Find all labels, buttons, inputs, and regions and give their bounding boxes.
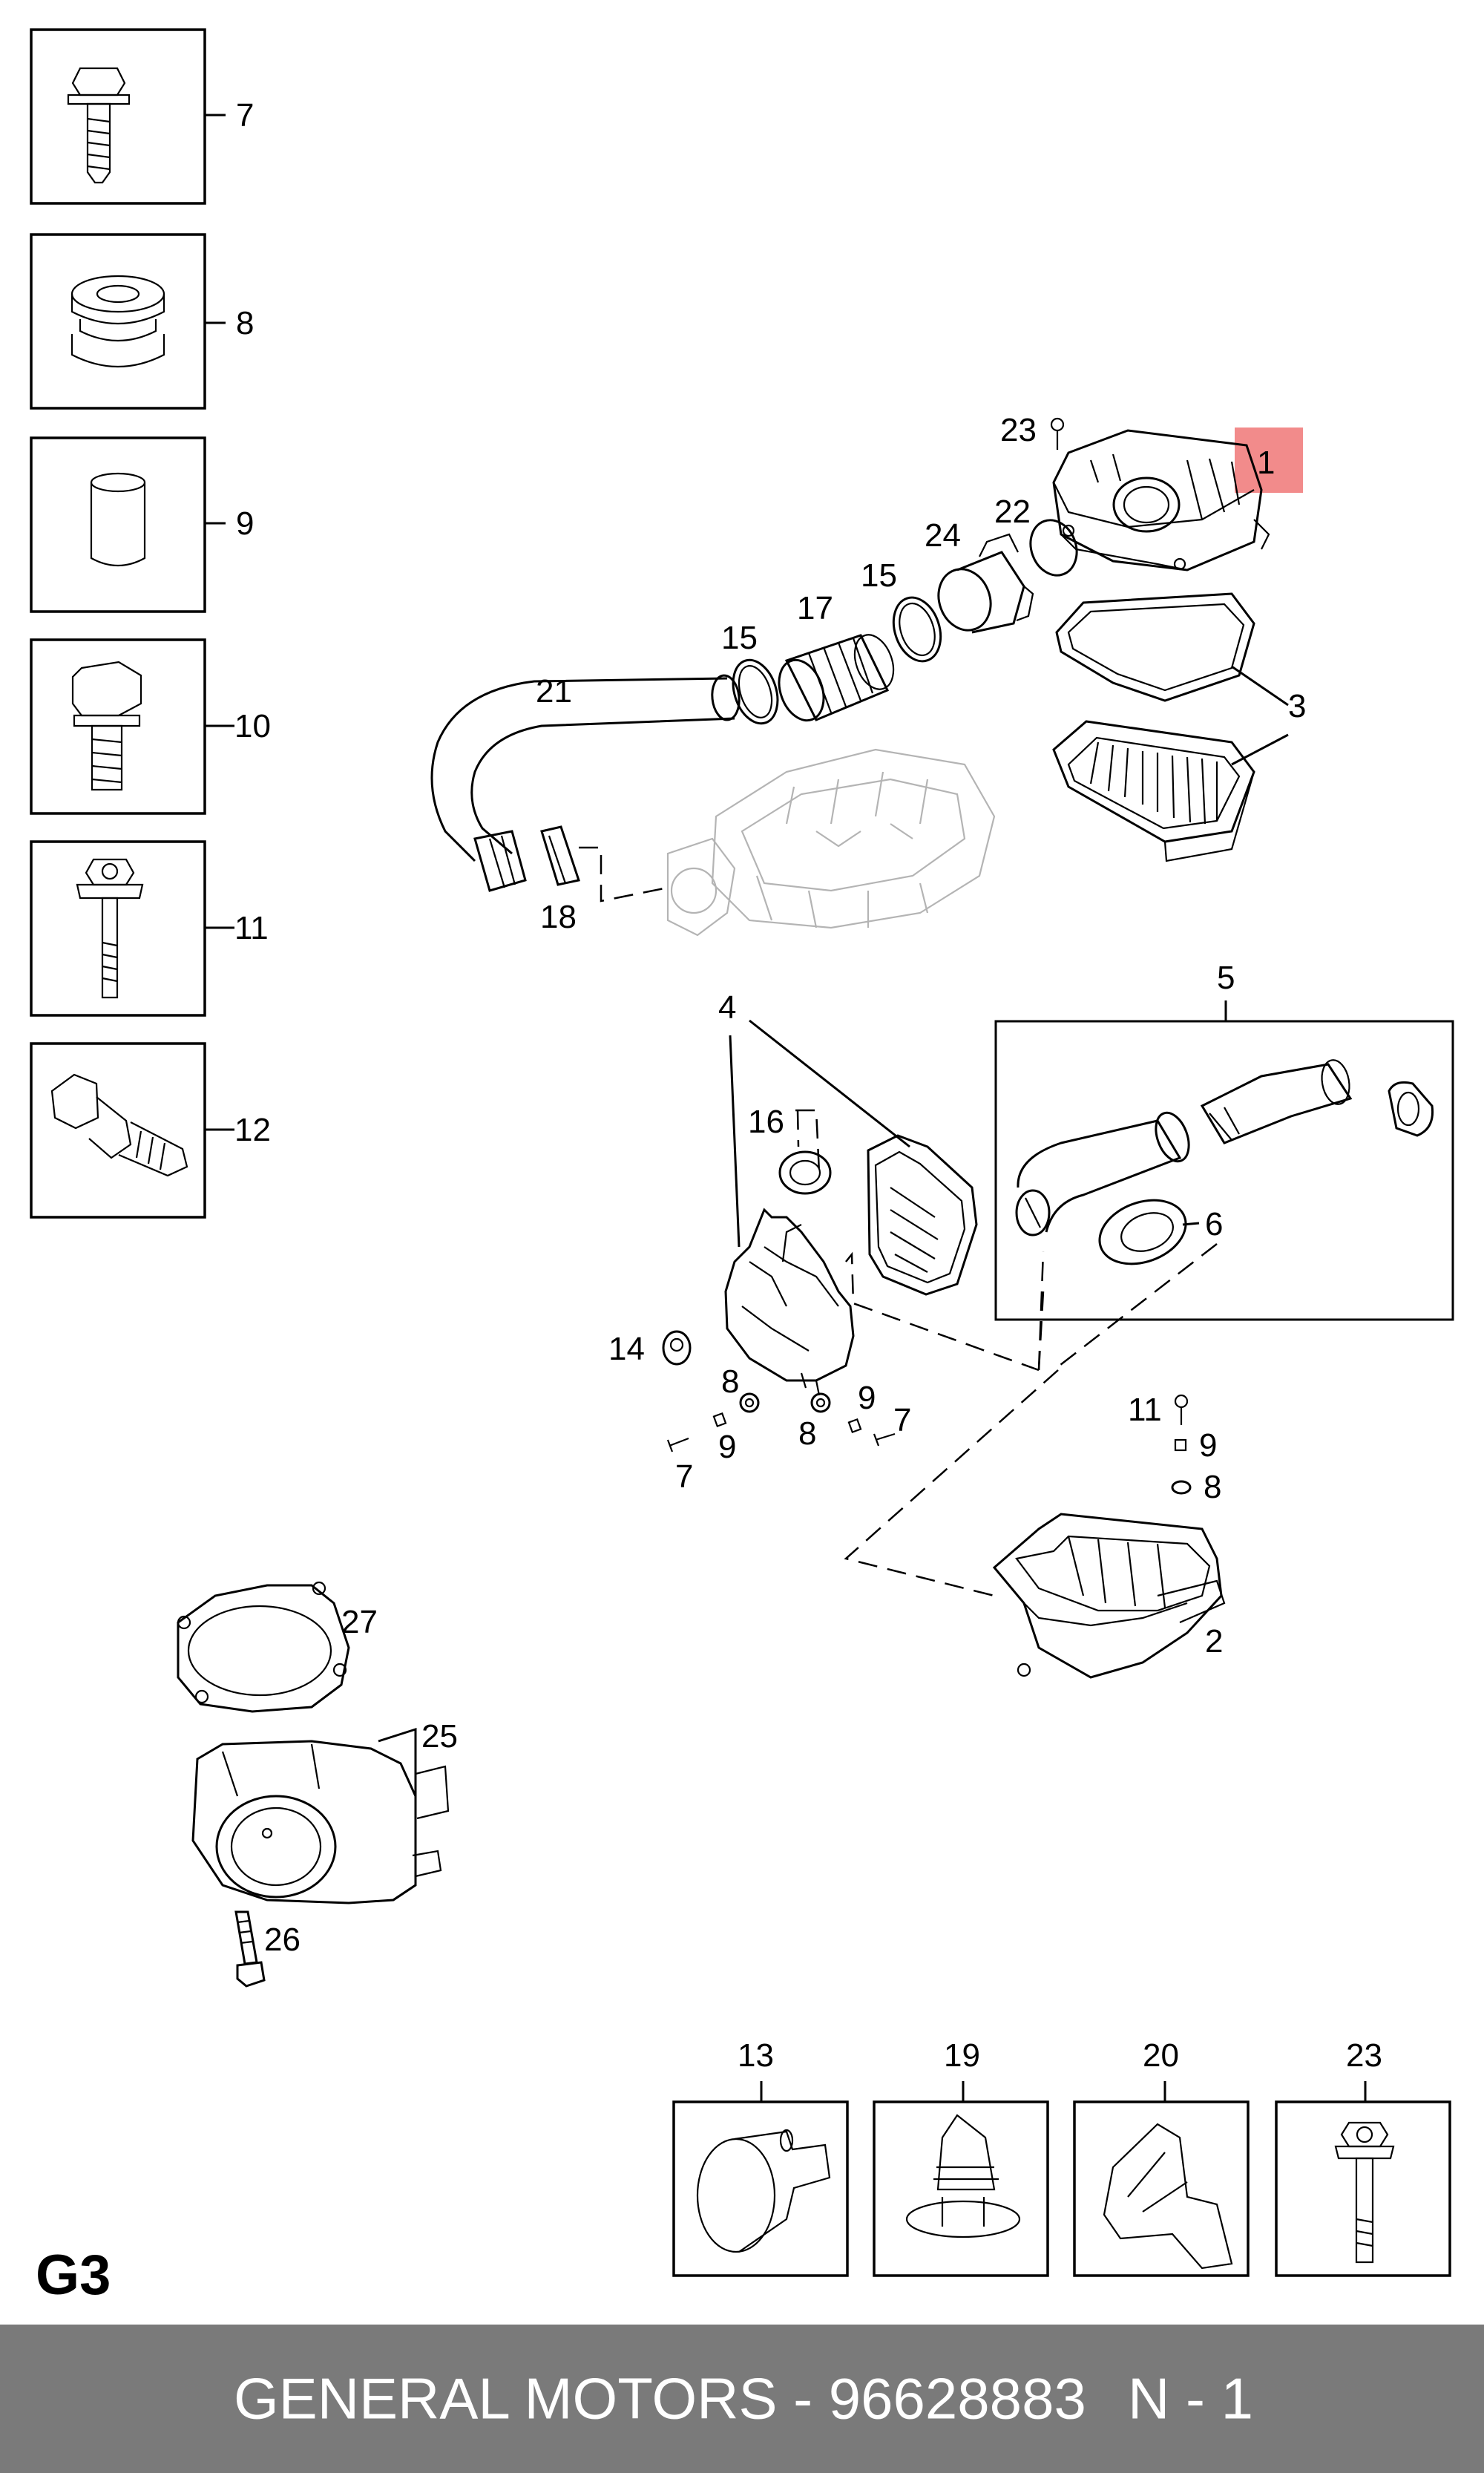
callout-9-right: 9 <box>1199 1427 1217 1464</box>
seal-18 <box>540 825 669 903</box>
legend-label-13: 13 <box>738 2037 774 2074</box>
callout-16: 16 <box>748 1104 784 1140</box>
part-number-line: GENERAL MOTORS - 96628883 <box>234 2365 1086 2431</box>
grommet-14 <box>662 1330 692 1366</box>
intake-duct-21 <box>430 674 741 892</box>
duct-kit-5 <box>994 1000 1454 1321</box>
callout-26: 26 <box>264 1922 301 1958</box>
callout-3: 3 <box>1288 688 1306 724</box>
callout-21: 21 <box>536 673 572 710</box>
engine-manifold-ghost <box>666 748 996 937</box>
callout-1: 1 <box>1257 445 1275 481</box>
legend-box-9: 9 <box>30 436 254 613</box>
legend-label-23: 23 <box>1346 2037 1382 2074</box>
cover-bolt-23 <box>1050 417 1065 450</box>
legend-label-7: 7 <box>236 97 254 134</box>
callout-8-mid: 8 <box>798 1415 816 1452</box>
callout-25: 25 <box>421 1718 458 1755</box>
legend-box-10: 10 <box>30 638 271 815</box>
legend-label-12: 12 <box>234 1112 271 1148</box>
callout-23: 23 <box>1000 412 1037 448</box>
callout-2: 2 <box>1205 1623 1223 1660</box>
legend-label-20: 20 <box>1143 2037 1179 2074</box>
air-cleaner-housing <box>992 1513 1226 1679</box>
side-legend: 7 8 9 10 <box>30 28 271 1219</box>
air-cleaner-cover <box>1052 428 1303 571</box>
exploded-view-svg: 7 8 9 10 <box>30 28 1454 2277</box>
air-inlet-resonator <box>724 1109 855 1396</box>
callout-4: 4 <box>718 989 736 1026</box>
legend-box-7: 7 <box>30 28 254 205</box>
bottom-legend: 13 19 20 23 <box>672 2037 1451 2277</box>
resonator-fasteners <box>666 1392 896 1452</box>
parts-diagram: 7 8 9 10 <box>30 28 1454 2277</box>
callout-11: 11 <box>1128 1392 1162 1428</box>
callout-17: 17 <box>797 590 833 626</box>
maf-sensor-24 <box>937 533 1034 634</box>
callout-8-right: 8 <box>1204 1469 1221 1505</box>
quantity-label: N - 1 <box>1128 2365 1254 2431</box>
callout-14: 14 <box>608 1331 645 1367</box>
highlight-marker <box>1235 428 1303 493</box>
legend-label-9: 9 <box>236 505 254 542</box>
clamp-15-left <box>732 658 779 725</box>
bellows-duct-17 <box>778 634 895 722</box>
callout-7-right: 7 <box>893 1402 911 1438</box>
throttle-gasket-27 <box>177 1581 350 1713</box>
legend-label-11: 11 <box>234 910 269 946</box>
legend-label-19: 19 <box>944 2037 980 2074</box>
callout-18: 18 <box>540 899 577 935</box>
housing-fasteners <box>1171 1394 1192 1495</box>
filter-seal-frame <box>1055 592 1255 702</box>
callout-22: 22 <box>994 494 1031 530</box>
callout-9-left: 9 <box>718 1429 736 1465</box>
legend-box-8: 8 <box>30 233 254 410</box>
callout-27: 27 <box>341 1604 378 1640</box>
seal-22 <box>1029 519 1078 577</box>
air-intake-scoop <box>867 1134 978 1296</box>
throttle-body-25 <box>191 1727 450 1904</box>
callout-8-left: 8 <box>721 1363 739 1400</box>
clamp-15-right <box>892 596 942 663</box>
callouts: 1 2 3 4 5 6 7 7 8 8 8 9 9 9 11 14 15 15 … <box>264 412 1306 1958</box>
callout-7-left: 7 <box>675 1458 693 1495</box>
legend-box-12: 12 <box>30 1042 271 1219</box>
throttle-bolt-26 <box>234 1910 266 1988</box>
page-code: G3 <box>36 2244 111 2307</box>
callout-24: 24 <box>925 517 961 554</box>
filter-element <box>1052 720 1255 862</box>
legend-label-10: 10 <box>234 708 271 744</box>
legend-label-8: 8 <box>236 305 254 341</box>
callout-5: 5 <box>1217 960 1235 996</box>
footer-bar: GENERAL MOTORS - 96628883 N - 1 <box>0 2325 1484 2473</box>
callout-6: 6 <box>1205 1206 1223 1242</box>
callout-15-left: 15 <box>721 620 758 656</box>
callout-15-right: 15 <box>861 557 897 594</box>
legend-box-11: 11 <box>30 840 269 1017</box>
callout-9-mid: 9 <box>858 1380 876 1416</box>
